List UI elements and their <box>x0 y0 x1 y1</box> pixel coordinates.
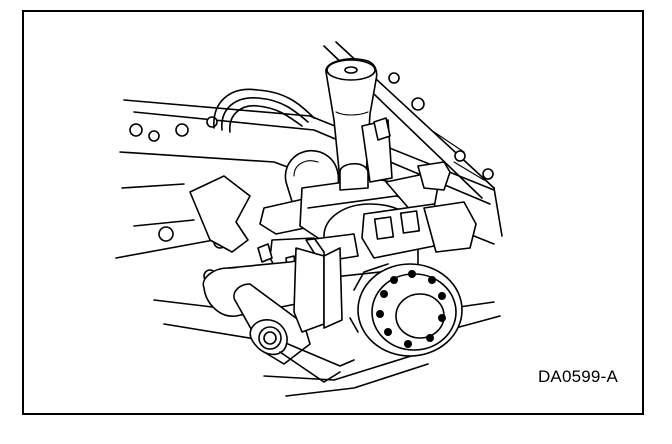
harness-loop-icon <box>213 88 315 133</box>
figure-frame: DA0599-A <box>22 10 644 415</box>
tool-handle-icon <box>189 175 355 383</box>
engine-illustration <box>115 41 503 397</box>
ratchet-socket-icon <box>325 57 393 191</box>
crankshaft-pulley-icon <box>349 263 463 357</box>
bearing-caps-icon <box>257 161 477 279</box>
figure-caption: DA0599-A <box>537 367 618 386</box>
